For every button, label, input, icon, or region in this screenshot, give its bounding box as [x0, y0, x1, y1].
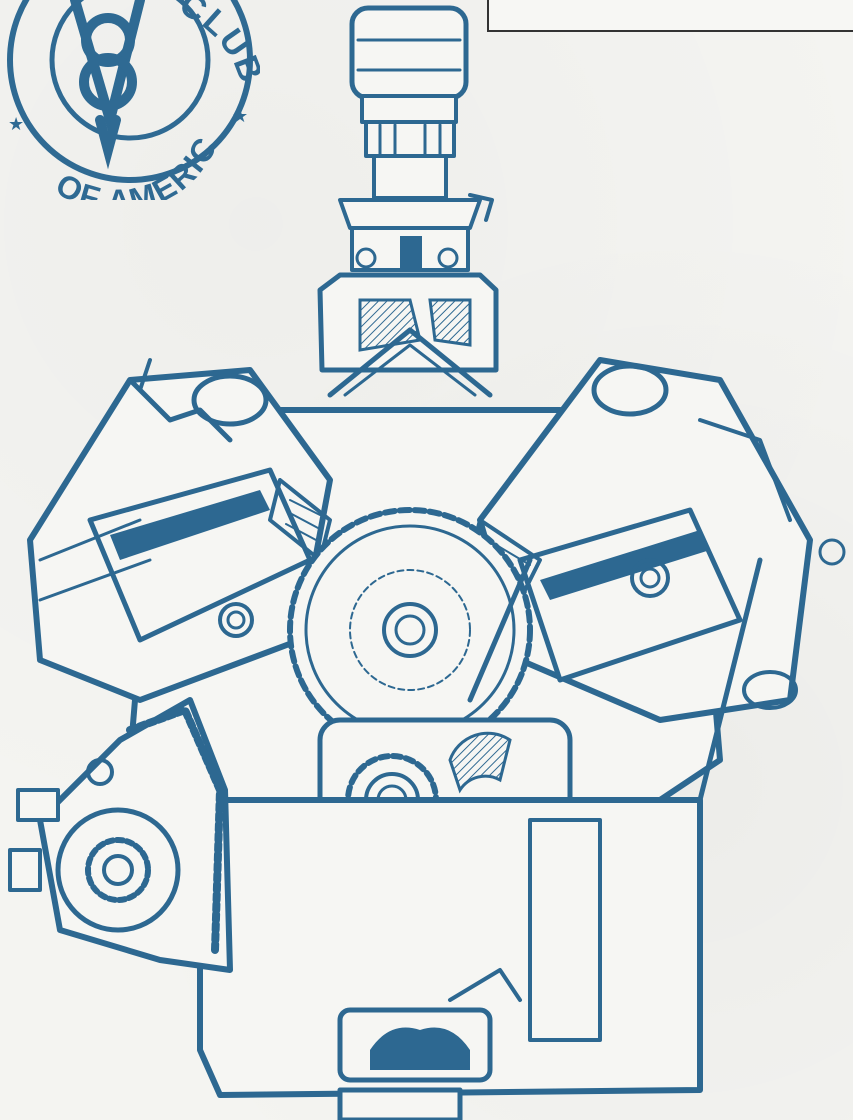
- seal-star-right: ★: [232, 106, 248, 127]
- v8-emblem-icon: [70, 0, 145, 170]
- club-seal: CLUB OF AMERICA ★ ★: [0, 0, 269, 219]
- carburetor: [338, 193, 494, 272]
- right-cylinder-bank: [468, 357, 846, 883]
- left-cylinder-bank: [27, 358, 333, 703]
- seal-outer-ring: [7, 0, 253, 183]
- seal-inner-ring: [49, 0, 211, 141]
- caption-box: [487, 0, 853, 32]
- oil-pan: [197, 797, 703, 1120]
- seal-star-left: ★: [8, 114, 24, 135]
- intake-manifold: [317, 272, 499, 373]
- flywheel-housing: [8, 697, 233, 973]
- club-seal-graphic: CLUB OF AMERICA ★ ★: [0, 0, 269, 219]
- timing-gear: [287, 507, 533, 753]
- air-cleaner: [349, 5, 469, 200]
